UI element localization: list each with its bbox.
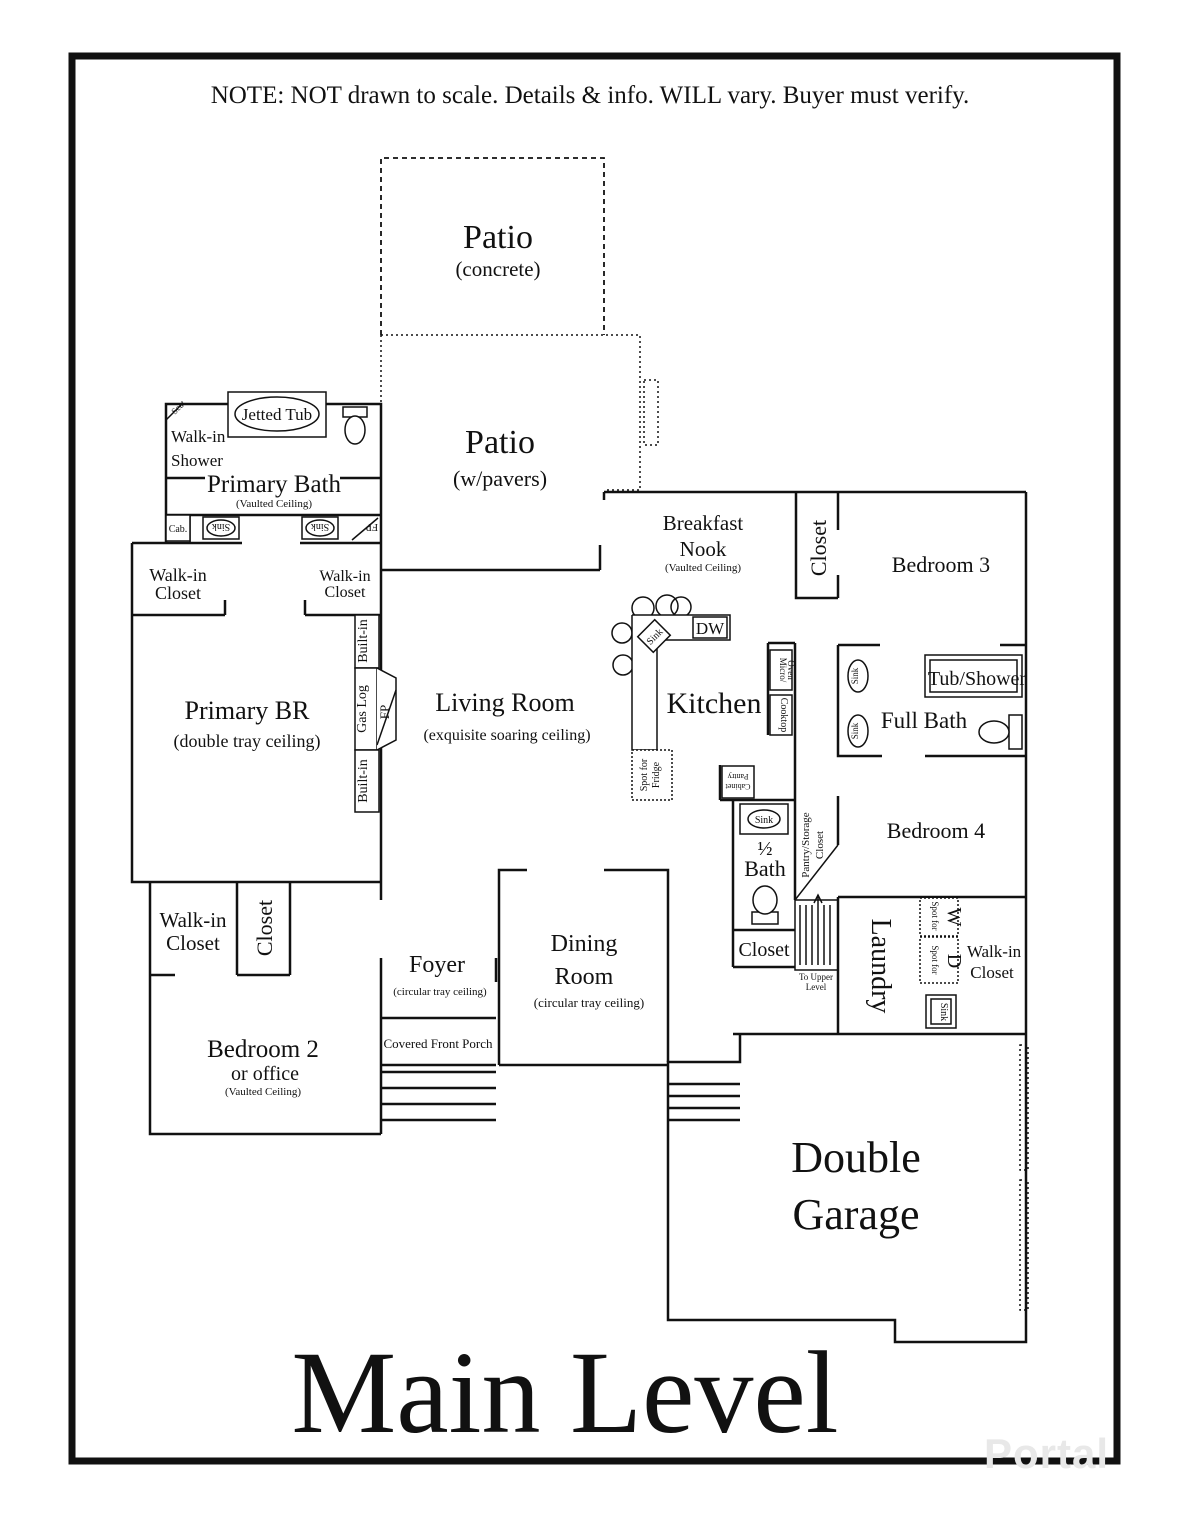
br2-walkin-2: Closet — [166, 931, 220, 955]
svg-text:Spot for: Spot for — [930, 945, 940, 974]
bedroom-4-label: Bedroom 4 — [887, 818, 985, 843]
svg-text:Patio: Patio — [465, 424, 535, 461]
svg-text:(concrete): (concrete) — [455, 257, 540, 281]
primary-walkin-right-1: Walk-in — [319, 568, 370, 585]
svg-text:Jetted Tub: Jetted Tub — [242, 405, 312, 424]
bedroom-2-sub: or office — [231, 1063, 299, 1085]
svg-text:(w/pavers): (w/pavers) — [453, 466, 547, 491]
covered-porch-label: Covered Front Porch — [383, 1036, 493, 1051]
foyer-label: Foyer — [409, 952, 465, 978]
breakfast-nook-1: Breakfast — [663, 511, 744, 535]
bedroom-3-label: Bedroom 3 — [892, 552, 990, 577]
washer-dryer: Spot for W Spot for D Sink — [919, 897, 965, 1029]
full-bath-label: Full Bath — [881, 708, 968, 733]
svg-text:Pantry: Pantry — [728, 772, 749, 781]
primary-br-label: Primary BR — [185, 696, 311, 725]
svg-text:Built-in: Built-in — [356, 619, 371, 663]
closet-nook: Closet — [806, 520, 831, 576]
primary-br-ceiling: (double tray ceiling) — [174, 731, 321, 752]
pantry-storage-1: Pantry/Storage — [800, 812, 812, 877]
laundry-walkin-2: Closet — [970, 963, 1014, 982]
laundry-label: Laundry — [865, 919, 896, 1014]
patio-concrete: Patio (concrete) — [380, 157, 605, 335]
svg-text:Cabinet: Cabinet — [725, 782, 751, 791]
svg-text:Sink: Sink — [755, 815, 773, 826]
svg-text:Level: Level — [806, 982, 827, 992]
svg-text:FP: FP — [377, 705, 392, 719]
living-room-ceiling: (exquisite soaring ceiling) — [423, 727, 590, 744]
pantry-storage-2: Closet — [814, 831, 826, 859]
svg-text:Sink: Sink — [311, 521, 329, 532]
level-title: Main Level — [291, 1327, 838, 1458]
primary-bath-ceiling: (Vaulted Ceiling) — [236, 498, 312, 510]
fireplace: Built-in Gas Log FP Built-in — [354, 614, 397, 813]
closet-half-bath: Closet — [738, 939, 790, 961]
svg-text:Micro/: Micro/ — [778, 658, 788, 683]
garage-steps — [668, 1082, 740, 1122]
svg-text:Walk-in: Walk-in — [171, 427, 226, 446]
primary-bath-label: Primary Bath — [207, 471, 342, 498]
living-room-label: Living Room — [435, 688, 574, 717]
svg-text:Patio: Patio — [463, 219, 533, 256]
svg-text:Gas Log: Gas Log — [355, 685, 370, 733]
br2-closet: Closet — [252, 900, 277, 956]
garage-door-2 — [1019, 1179, 1029, 1311]
svg-text:Sink: Sink — [212, 521, 230, 532]
garage-label-2: Garage — [792, 1190, 919, 1239]
svg-text:Built-in: Built-in — [356, 759, 371, 803]
br2-walkin-1: Walk-in — [159, 908, 227, 932]
svg-text:W: W — [943, 908, 965, 927]
bedroom-2-label: Bedroom 2 — [207, 1036, 319, 1063]
page-border — [68, 52, 1121, 1465]
svg-text:D: D — [943, 954, 965, 968]
toilet-primary — [342, 406, 368, 445]
dining-room-1: Dining — [551, 931, 618, 957]
front-steps — [381, 1070, 496, 1122]
kitchen-appliances: Micro/ Oven Cooktop Pantry Cabinet — [721, 649, 796, 799]
dining-room-ceiling: (circular tray ceiling) — [534, 995, 644, 1010]
disclaimer-note: NOTE: NOT drawn to scale. Details & info… — [211, 82, 970, 109]
staircase: To Upper Level — [794, 844, 839, 992]
full-bath-fixtures: Sink Sink Tub/Shower — [847, 654, 1027, 750]
foyer-ceiling: (circular tray ceiling) — [393, 986, 487, 998]
half-bath-frac: ½ — [758, 838, 773, 860]
kitchen-label: Kitchen — [667, 687, 762, 720]
kitchen-island: Sink DW Spot for Fridge — [611, 594, 731, 801]
svg-text:Sink: Sink — [850, 667, 860, 684]
svg-text:Spot for: Spot for — [639, 758, 650, 791]
vanity: Cab. Sink Sink FP — [165, 514, 379, 542]
svg-text:Sink: Sink — [938, 1003, 949, 1021]
primary-walkin-left-2: Closet — [155, 583, 201, 603]
laundry-walkin-1: Walk-in — [967, 942, 1022, 961]
primary-walkin-right-2: Closet — [325, 584, 366, 601]
svg-text:FP: FP — [366, 521, 378, 533]
svg-text:Cab.: Cab. — [169, 524, 188, 535]
dining-room-2: Room — [555, 964, 614, 990]
walk-in-shower: Seat Walk-in Shower — [165, 398, 226, 470]
garage-door-1 — [1019, 1044, 1029, 1171]
half-bath-label: Bath — [744, 856, 786, 881]
svg-text:Fridge: Fridge — [651, 761, 662, 788]
svg-text:Spot for: Spot for — [930, 901, 940, 930]
patio-pavers: Patio (w/pavers) — [380, 334, 659, 491]
half-bath-fixtures: Sink — [739, 803, 789, 925]
bedroom-2-ceiling: (Vaulted Ceiling) — [225, 1086, 301, 1098]
jetted-tub: Jetted Tub — [227, 391, 327, 438]
watermark-text: Portal — [983, 1430, 1109, 1477]
breakfast-nook-2: Nook — [680, 537, 727, 561]
garage-label-1: Double — [791, 1133, 921, 1182]
svg-text:To Upper: To Upper — [799, 972, 833, 982]
svg-text:Sink: Sink — [850, 722, 860, 739]
svg-text:Cooktop: Cooktop — [778, 698, 789, 732]
breakfast-nook-ceiling: (Vaulted Ceiling) — [665, 562, 741, 574]
primary-walkin-left-1: Walk-in — [149, 565, 207, 585]
svg-text:Tub/Shower: Tub/Shower — [928, 668, 1027, 690]
svg-text:DW: DW — [696, 619, 725, 638]
svg-text:Shower: Shower — [171, 451, 223, 470]
svg-text:Oven: Oven — [786, 660, 796, 680]
